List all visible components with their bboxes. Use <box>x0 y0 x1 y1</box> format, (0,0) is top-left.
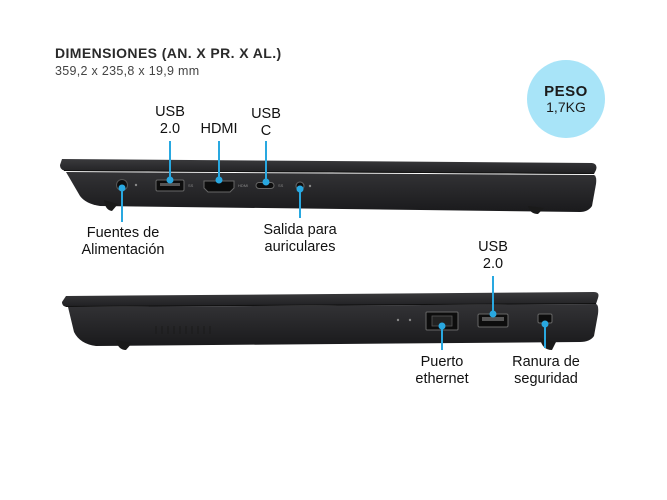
svg-text:HDMI: HDMI <box>238 183 248 188</box>
laptop-right-side-view <box>62 292 599 350</box>
svg-text:SS: SS <box>188 183 194 188</box>
weight-badge: PESO 1,7KG <box>527 60 605 138</box>
label-security-slot: Ranura de seguridad <box>512 354 580 387</box>
weight-label: PESO <box>544 83 588 100</box>
svg-text:SS: SS <box>278 183 284 188</box>
label-hdmi: HDMI <box>200 121 238 137</box>
label-audio-out: Salida para auriculares <box>263 222 337 255</box>
label-ethernet: Puerto ethernet <box>415 354 469 387</box>
label-usb-2-left: USB 2.0 <box>155 104 185 137</box>
callout-lines <box>118 141 549 350</box>
dimensions-values: 359,2 x 235,8 x 19,9 mm <box>55 64 200 78</box>
label-usb-c: USB C <box>251 106 281 139</box>
laptop-left-side-view: SS HDMI SS <box>60 159 597 214</box>
weight-value: 1,7KG <box>546 99 586 115</box>
dimensions-title: DIMENSIONES (AN. X PR. X AL.) <box>55 45 282 61</box>
label-power: Fuentes de Alimentación <box>81 225 165 258</box>
label-usb-2-right: USB 2.0 <box>478 239 508 272</box>
